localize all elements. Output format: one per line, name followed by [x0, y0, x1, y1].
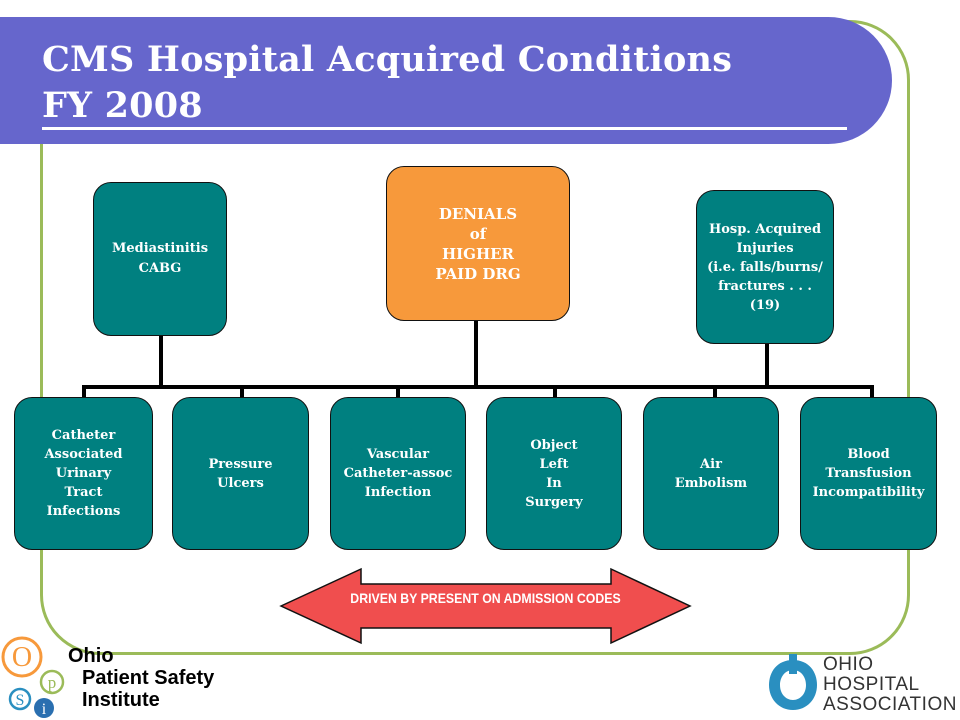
node-catheter-uti-label: Catheter Associated Urinary Tract Infect…: [44, 428, 123, 519]
opsi-logo: O p S i Ohio Patient Safety Institute: [0, 630, 240, 720]
opsi-letter-p: p: [48, 673, 57, 692]
node-blood-transfusion-label: Blood Transfusion Incompatibility: [812, 447, 925, 500]
connector-drop-1: [82, 385, 86, 397]
arrow-label: DRIVEN BY PRESENT ON ADMISSION CODES: [350, 590, 621, 606]
node-blood-transfusion: Blood Transfusion Incompatibility: [800, 397, 937, 550]
node-pressure-ulcers-label: Pressure Ulcers: [208, 456, 273, 491]
node-mediastinitis-label: Mediastinitis CABG: [111, 241, 209, 276]
node-denials: DENIALS of HIGHER PAID DRG: [386, 166, 570, 321]
title-underline: [42, 127, 847, 130]
oha-line-1: OHIO: [823, 654, 874, 675]
node-mediastinitis: Mediastinitis CABG: [93, 182, 227, 336]
node-hosp-injuries: Hosp. Acquired Injuries (i.e. falls/burn…: [696, 190, 834, 344]
connector-top-3: [765, 344, 769, 387]
oha-line-3: ASSOCIATION: [823, 694, 957, 715]
connector-drop-3: [396, 385, 400, 397]
node-air-embolism-label: Air Embolism: [674, 456, 748, 491]
connector-drop-5: [713, 385, 717, 397]
opsi-line-1: Ohio: [68, 645, 114, 667]
node-pressure-ulcers: Pressure Ulcers: [172, 397, 309, 550]
connector-drop-4: [553, 385, 557, 397]
title-line-2: FY 2008: [42, 85, 203, 126]
node-catheter-uti: Catheter Associated Urinary Tract Infect…: [14, 397, 153, 550]
slide-title: CMS Hospital Acquired Conditions FY 2008: [42, 37, 732, 129]
node-denials-label: DENIALS of HIGHER PAID DRG: [435, 204, 521, 283]
opsi-letter-o: O: [12, 642, 32, 673]
node-object-left: Object Left In Surgery: [486, 397, 622, 550]
opsi-line-2: Patient Safety: [82, 667, 215, 689]
connector-drop-2: [240, 385, 244, 397]
opsi-letter-s: S: [16, 692, 25, 709]
node-hosp-injuries-label: Hosp. Acquired Injuries (i.e. falls/burn…: [707, 221, 823, 313]
opsi-line-3: Institute: [82, 689, 160, 711]
title-banner: [0, 17, 892, 144]
title-line-1: CMS Hospital Acquired Conditions: [42, 39, 733, 80]
connector-top-1: [159, 336, 163, 387]
node-vascular-catheter-label: Vascular Catheter-assoc Infection: [343, 447, 453, 500]
connector-horizontal-bar: [82, 385, 874, 389]
oha-line-2: HOSPITAL: [823, 674, 920, 695]
node-object-left-label: Object Left In Surgery: [525, 437, 583, 510]
oha-logo: OHIO HOSPITAL ASSOCIATION: [765, 650, 960, 720]
node-vascular-catheter: Vascular Catheter-assoc Infection: [330, 397, 466, 550]
connector-drop-6: [870, 385, 874, 397]
node-air-embolism: Air Embolism: [643, 397, 779, 550]
opsi-letter-i: i: [42, 701, 47, 718]
connector-top-2: [474, 321, 478, 387]
opsi-logo-mark: O p S i: [1, 636, 65, 718]
double-arrow-shape: [279, 567, 692, 645]
oha-logo-mark: [769, 654, 817, 710]
